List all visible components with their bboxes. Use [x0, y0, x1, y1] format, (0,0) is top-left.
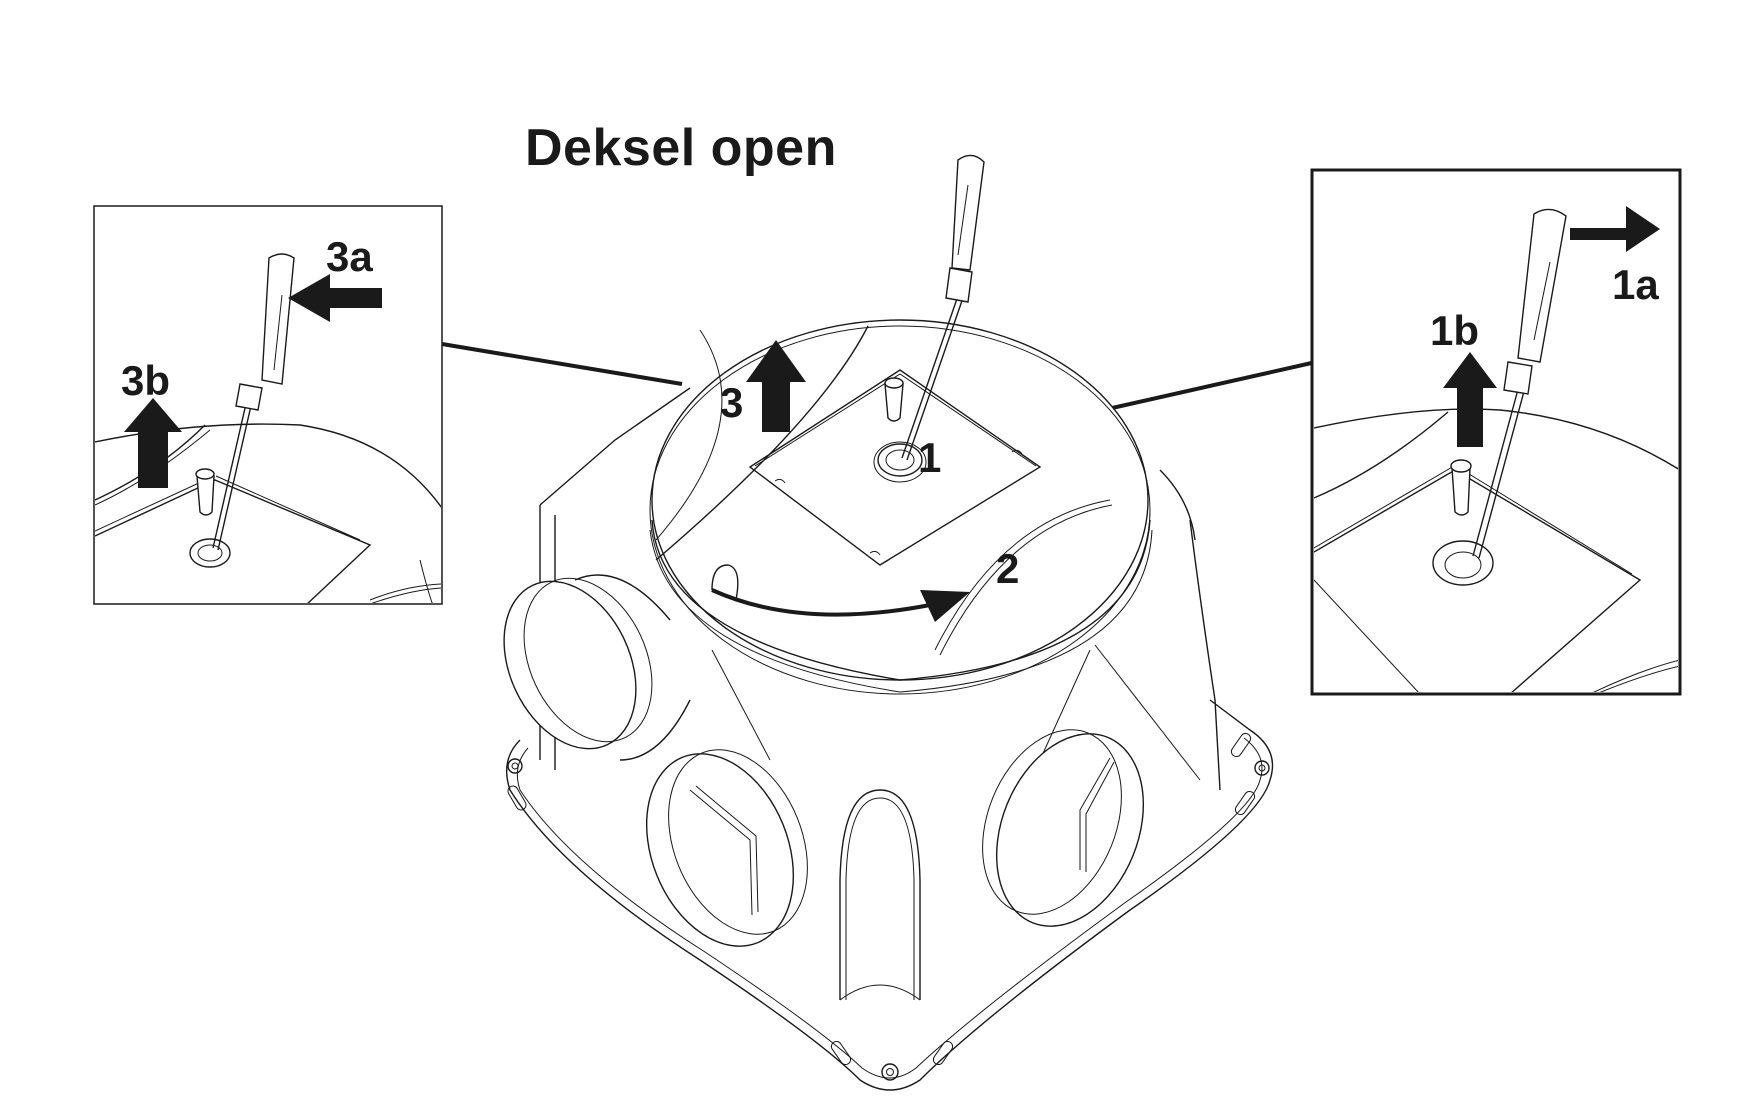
- arrow-step2-rotate: [711, 588, 931, 617]
- duct-front-right: [982, 729, 1145, 927]
- arrow-step3b-up: [124, 398, 182, 488]
- screw-hole-bottom: [881, 1063, 899, 1081]
- duct-left: [503, 574, 691, 761]
- arrow-step3a-left: [288, 274, 382, 322]
- screwdriver-main: [901, 154, 985, 461]
- front-arch: [839, 789, 921, 1000]
- step-label-3b: 3b: [121, 357, 171, 404]
- screw-boss: [877, 443, 923, 477]
- diagram-title: Deksel open: [525, 119, 837, 177]
- screw-hole-left: [507, 758, 523, 774]
- inset-left: [93, 205, 443, 605]
- inset-right: [1310, 168, 1682, 696]
- fixing-peg: [884, 383, 904, 422]
- inset-left-hatch: [95, 479, 372, 603]
- step-label-3a: 3a: [326, 233, 373, 280]
- duct-front-left: [645, 749, 808, 947]
- callout-line-left: [441, 342, 683, 386]
- arrow-step1a-right: [1570, 206, 1660, 252]
- step-label-3: 3: [720, 379, 744, 426]
- base-flange: [506, 699, 1274, 1091]
- arrow-step1b-up: [1443, 352, 1497, 447]
- arrow-step3-up: [746, 340, 806, 432]
- service-hatch: [748, 369, 1042, 566]
- ventilation-unit: [503, 154, 1274, 1091]
- step-label-1: 1: [918, 434, 942, 481]
- step-label-1b: 1b: [1430, 307, 1480, 354]
- step-label-1a: 1a: [1612, 261, 1659, 308]
- lid-latch: [711, 564, 739, 601]
- inset-right-hatch: [1314, 469, 1642, 692]
- step-label-2: 2: [996, 545, 1020, 592]
- screw-hole-right: [1254, 760, 1270, 776]
- body-right-edge: [1189, 519, 1221, 791]
